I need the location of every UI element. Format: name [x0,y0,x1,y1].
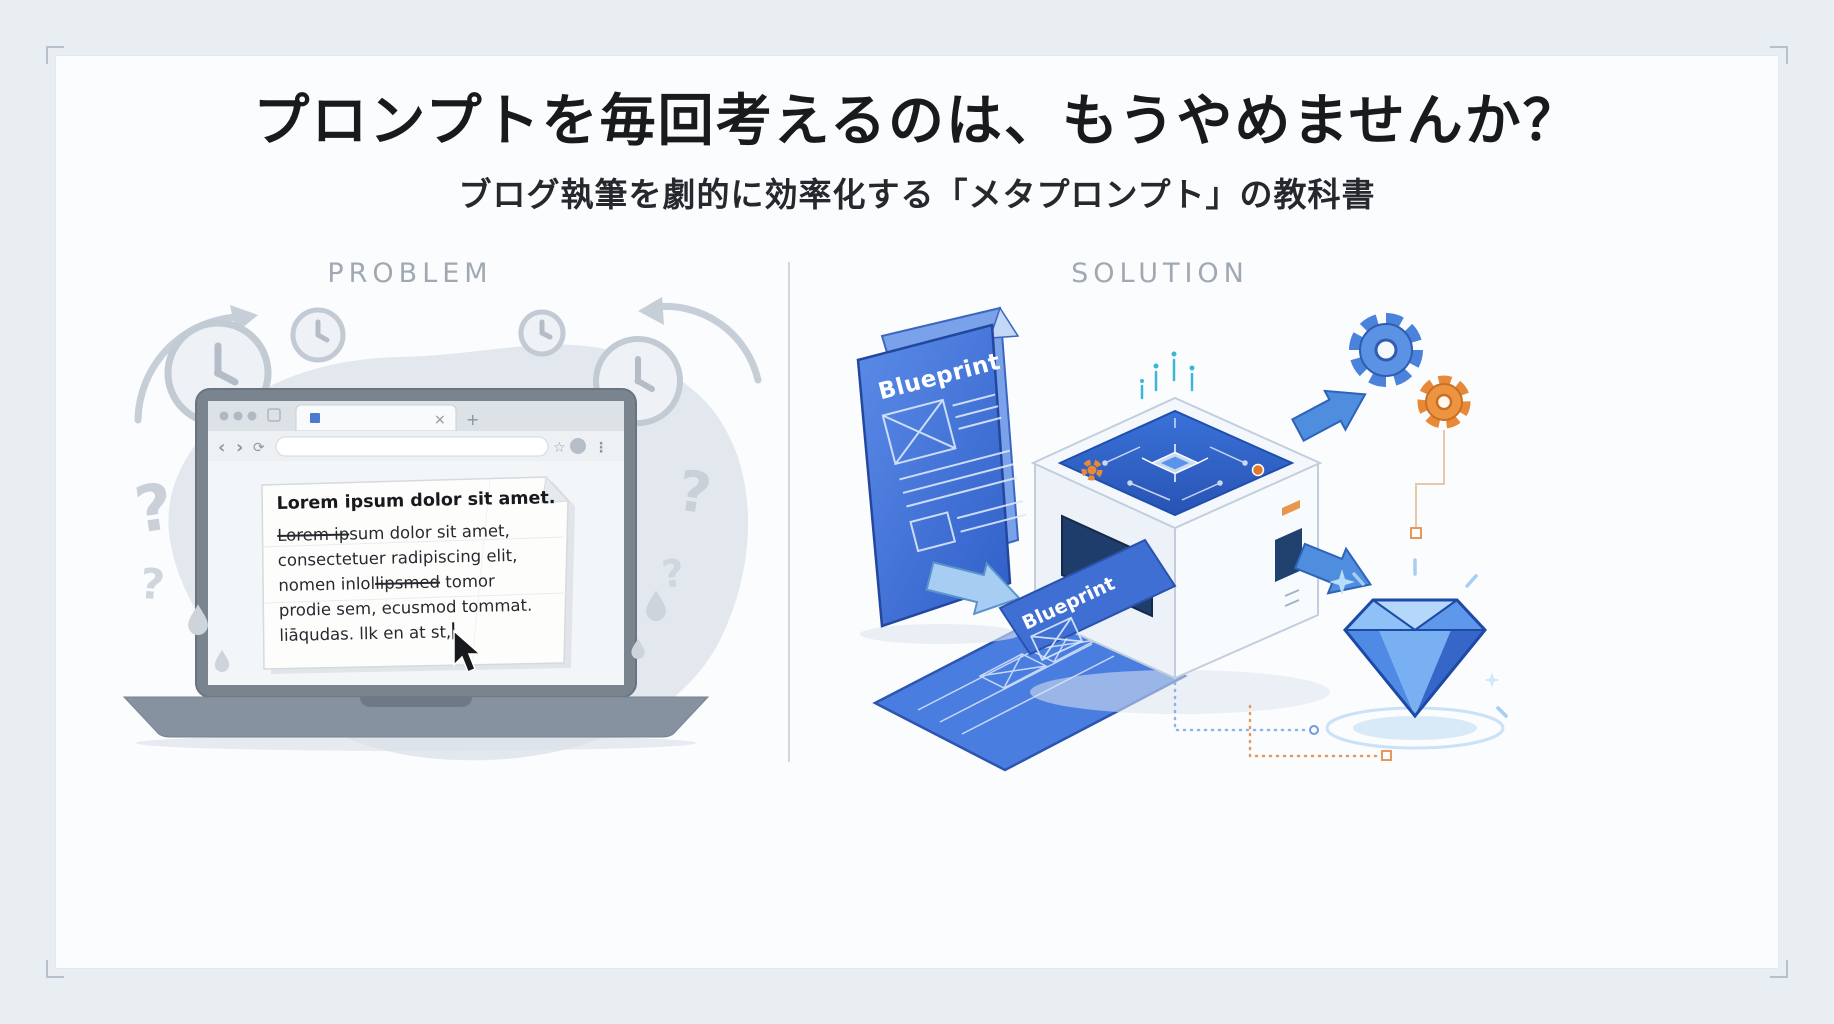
refresh-arrowhead-icon [638,297,664,325]
page-subtitle: ブログ執筆を劇的に効率化する「メタプロンプト」の教科書 [458,175,1376,214]
gear-small-icon [1081,459,1103,481]
draft-text: tomor [439,571,495,592]
diamond-gem [1343,598,1487,719]
data-stream-icon [1140,351,1195,400]
solution-illustration-svg: Blueprint [856,306,1508,772]
output-arrow-right-icon [1293,542,1373,595]
tab-site-icon [310,413,320,423]
draft-text: nomen inlol [278,574,376,596]
draft-text: liāqudas. llk en at st, [279,622,452,646]
tab-favicon-icon [267,408,281,422]
machine-side-accent [1282,500,1300,516]
struck-text: Lorem ip [277,524,350,545]
solution-label: SOLUTION [1071,258,1249,289]
crop-mark-bottom-left [46,960,64,978]
sparkle-icon [1329,569,1500,688]
page-title: プロンプトを毎回考えるのは、もうやめませんか？ [253,89,1581,154]
laptop-base-notch [360,697,472,707]
clock-icon [290,307,346,363]
question-mark: ? [660,551,687,597]
sheet-fold-corner [988,306,1020,339]
back-icon: ‹ [218,437,225,458]
url-field [275,436,549,457]
draft-text-block: Lorem ipsum dolor sit amet. Lorem ipsum … [276,488,563,648]
sweat-drop-icon [188,590,666,672]
tab-close-icon: × [434,412,446,428]
refresh-arrow-icon [134,313,246,424]
new-tab-icon: + [466,410,479,429]
paper-fold-corner [541,475,570,504]
traffic-light-dots-icon [219,411,257,421]
gear-orange-icon [1417,375,1471,429]
cpu-chip-icon [1141,444,1209,482]
question-mark: ? [138,559,167,610]
circuit-line-blue [1173,681,1319,735]
mouse-cursor-icon [453,629,482,673]
panel-divider [788,262,790,762]
solution-illustration: Blueprint [830,278,1530,803]
machine: Blueprint [998,396,1323,680]
indicator-dot-icon [1251,463,1265,477]
avatar-icon [570,438,586,454]
connector-line [1410,430,1445,539]
problem-label: PROBLEM [327,258,493,289]
problem-illustration-svg: × + ‹ › ⟳ ☆ ⋮ [122,297,762,761]
input-arrow-icon [925,561,1022,616]
reload-icon: ⟳ [253,440,265,456]
circuit-trace-lines [1102,418,1248,501]
draft-text: sum dolor sit amet, [349,521,510,544]
crop-mark-top-left [46,46,64,64]
crop-mark-top-right [1770,46,1788,64]
clock-icon [518,309,566,357]
gear-blue-icon [1349,313,1423,387]
laptop-base-shadow [136,735,696,751]
menu-icon: ⋮ [594,440,608,456]
star-icon: ☆ [553,440,566,456]
paper-crease-lines [261,478,567,664]
machine-side-lines [1284,589,1300,607]
output-arrow-top-icon [1291,389,1367,442]
laptop-base [122,696,710,738]
upright-blueprint-sheet-front: Blueprint [856,323,1027,628]
sheet-shadow [860,624,1020,644]
crop-mark-bottom-right [1770,960,1788,978]
struck-text: lipsmed [374,572,441,594]
circuit-line-orange [1248,704,1392,761]
refresh-arrow-icon [651,302,762,384]
browser-tab [295,404,457,432]
machine-shadow [1030,670,1330,714]
problem-illustration: × + ‹ › ⟳ ☆ ⋮ [110,285,780,795]
question-mark: ? [130,470,177,548]
forward-icon: › [236,437,243,458]
sparkle-lines-icon [1352,558,1508,718]
crumpled-paper [261,476,569,670]
laptop: × + ‹ › ⟳ ☆ ⋮ [122,388,710,751]
